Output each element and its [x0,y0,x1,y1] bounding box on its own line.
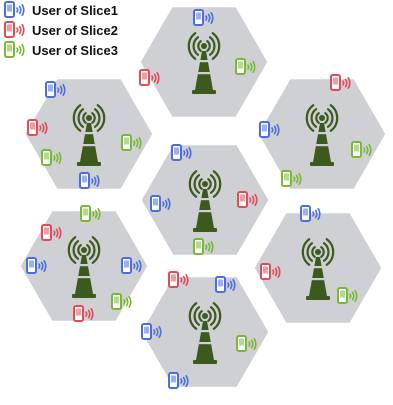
user-slice1-phone-icon [168,372,189,389]
user-slice1-phone-icon [215,276,236,293]
user-slice1-phone-icon [141,323,162,340]
user-slice3-phone-icon [41,149,62,166]
user-slice2-phone-icon [73,305,94,322]
user-slice1-phone-icon [79,172,100,189]
user-slice1-phone-icon [26,257,47,274]
user-slice3-phone-icon [80,205,101,222]
user-slice3-phone-icon [111,293,132,310]
user-slice2-phone-icon [27,119,48,136]
user-slice1-phone-icon [150,195,171,212]
cell-tower-icon [188,302,222,364]
user-slice3-phone-icon [236,335,257,352]
cells-layer [17,4,389,390]
cell-bottom [138,271,272,390]
legend-item-slice1: User of Slice1 [4,1,118,18]
user-slice1-phone-icon [121,257,142,274]
legend-item-slice3: User of Slice3 [4,41,118,58]
cell-tower-icon [187,32,221,94]
user-slice3-phone-icon [337,287,358,304]
user-slice1-phone-icon [300,205,321,222]
user-slice3-phone-icon [121,134,142,151]
legend-phone-icon [4,1,25,18]
cell-lower-left [17,205,151,324]
user-slice3-phone-icon [281,170,302,187]
legend-item-slice2: User of Slice2 [4,21,118,38]
legend-phone-icon [4,21,25,38]
cell-upper-right [255,74,389,192]
cell-lower-right [251,205,385,326]
user-slice3-phone-icon [193,238,214,255]
user-slice1-phone-icon [45,81,66,98]
cell-tower-icon [305,104,339,166]
user-slice1-phone-icon [171,144,192,161]
user-slice3-phone-icon [351,141,372,158]
legend-phone-icon [4,41,25,58]
user-slice2-phone-icon [330,74,351,91]
user-slice1-phone-icon [259,121,280,138]
user-slice1-phone-icon [193,9,214,26]
user-slice2-phone-icon [41,224,62,241]
legend-label: User of Slice3 [32,43,118,58]
cell-center [138,142,272,258]
user-slice2-phone-icon [139,69,160,86]
cell-tower-icon [72,104,106,166]
user-slice3-phone-icon [235,58,256,75]
cell-tower-icon [188,170,222,232]
legend-label: User of Slice1 [32,3,118,18]
legend-label: User of Slice2 [32,23,118,38]
user-slice2-phone-icon [237,191,258,208]
cell-upper-left [22,76,156,192]
user-slice2-phone-icon [260,263,281,280]
cell-top [137,4,271,120]
cell-tower-icon [301,238,335,300]
user-slice2-phone-icon [168,271,189,288]
cell-tower-icon [67,236,101,298]
